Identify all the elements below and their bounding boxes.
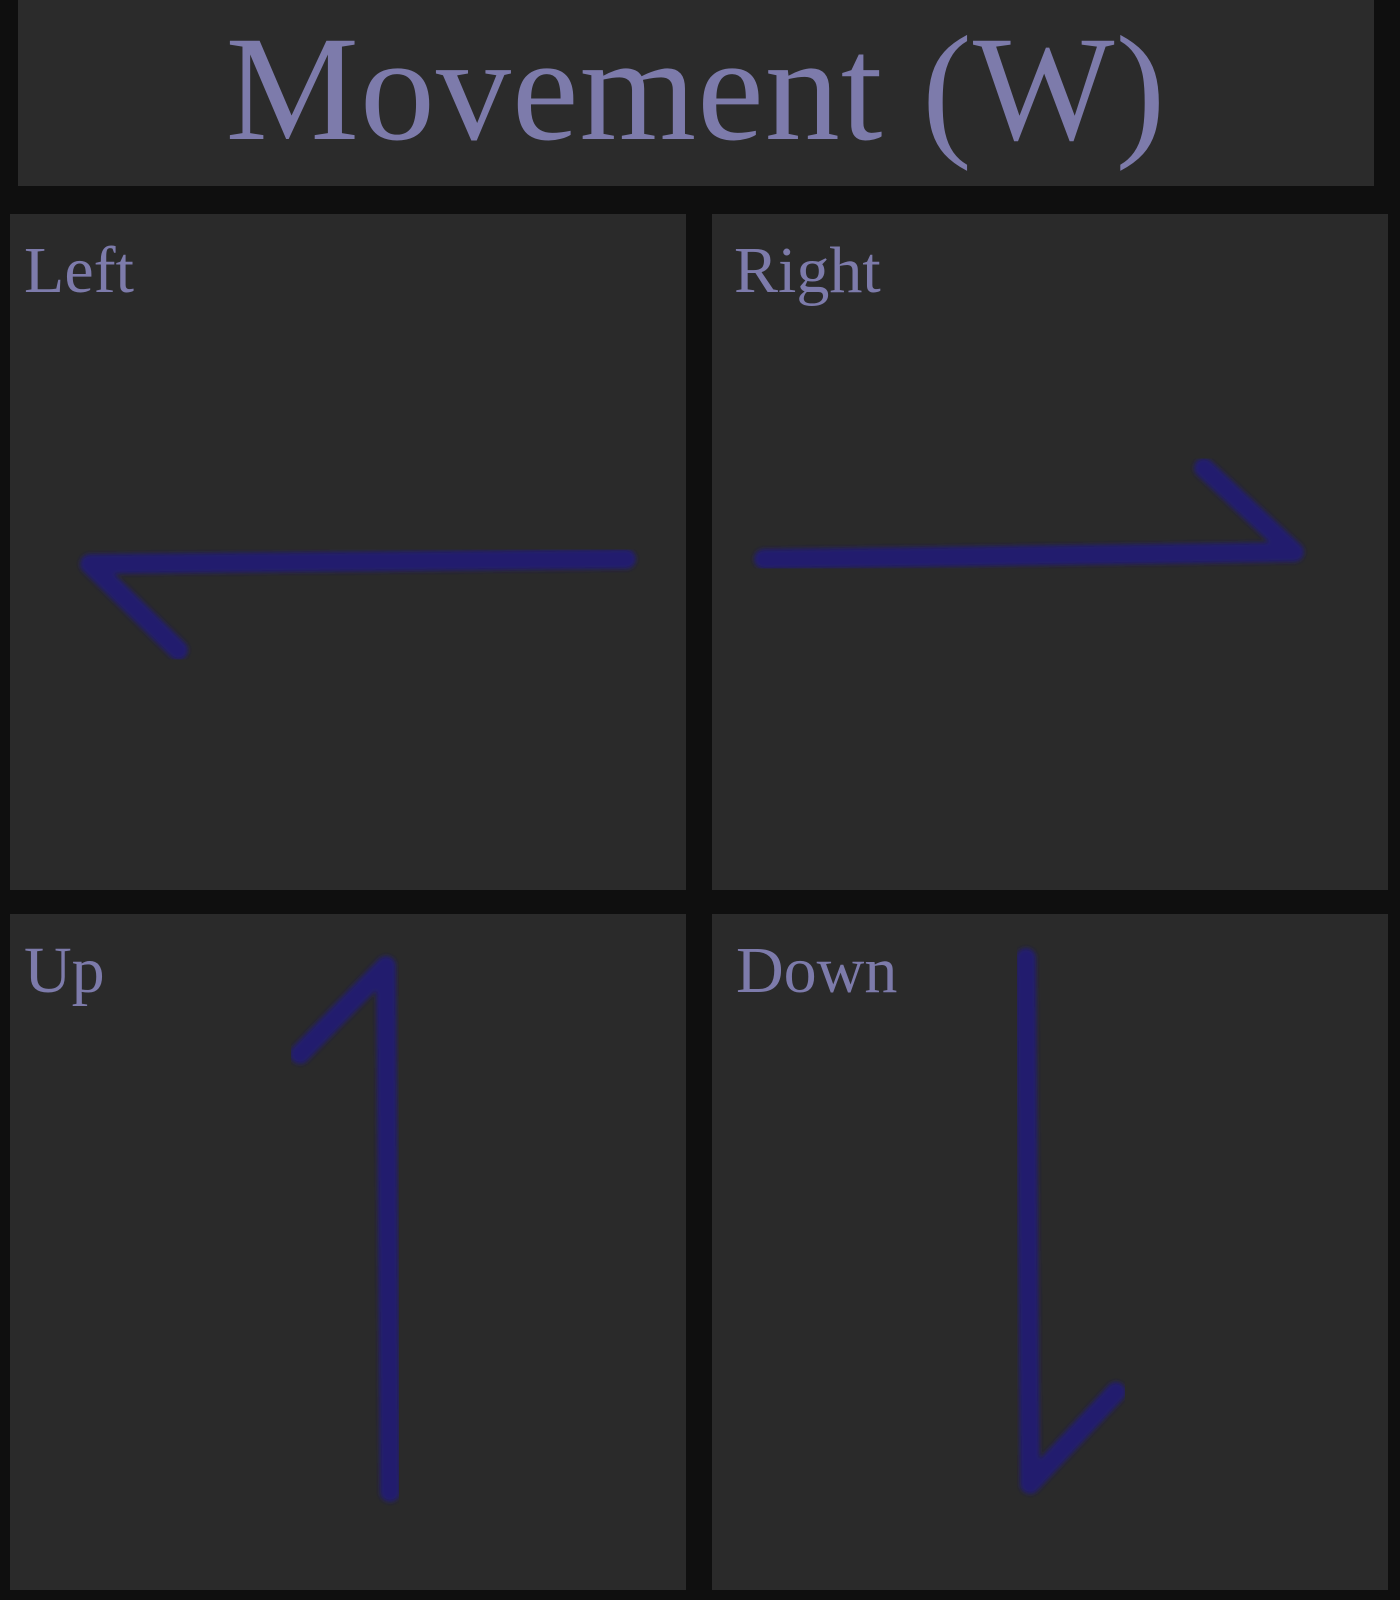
page-title: Movement (W) xyxy=(225,6,1167,172)
right-arrow-icon xyxy=(754,458,1304,569)
cell-left: Left xyxy=(10,214,686,890)
header: Movement (W) xyxy=(18,0,1374,186)
down-arrow-icon xyxy=(1016,948,1126,1494)
cell-label-left: Left xyxy=(24,234,134,307)
cell-down: Down xyxy=(712,914,1388,1590)
left-arrow-icon xyxy=(80,549,636,660)
cell-right: Right xyxy=(712,214,1388,890)
cell-label-up: Up xyxy=(24,934,105,1007)
up-arrow-icon xyxy=(290,956,400,1502)
cell-label-down: Down xyxy=(736,934,898,1007)
cell-label-right: Right xyxy=(734,234,881,307)
cell-up: Up xyxy=(10,914,686,1590)
